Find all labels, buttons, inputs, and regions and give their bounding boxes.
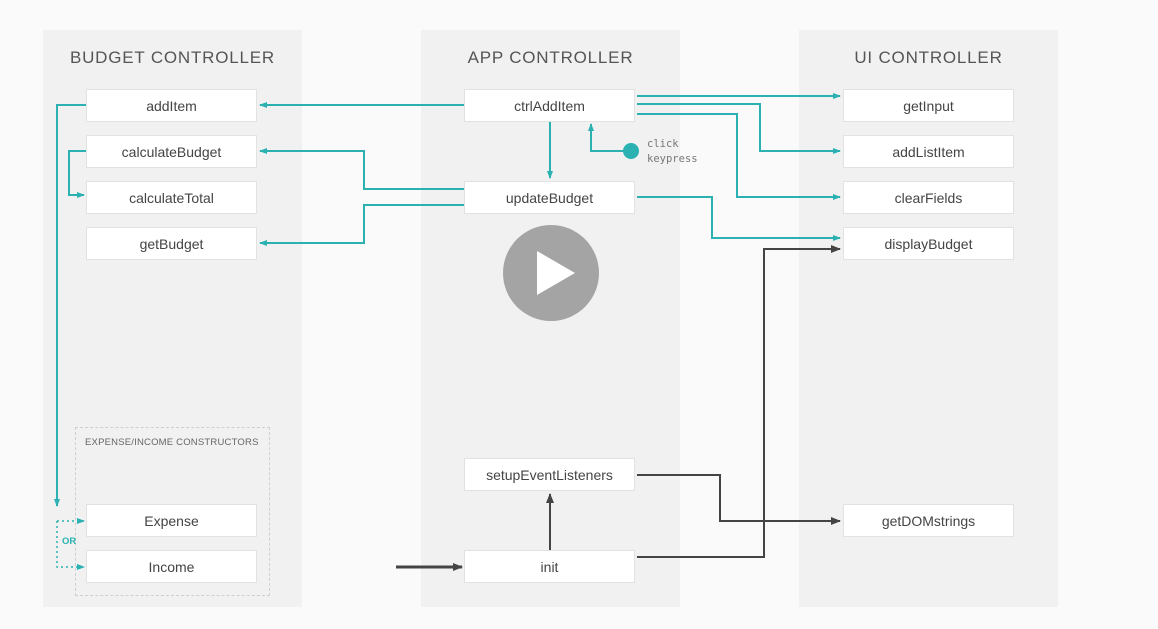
or-label: OR (62, 536, 77, 547)
wire-events-ctrladditem (588, 123, 631, 152)
displaybudget-box: displayBudget (843, 227, 1014, 260)
expense-box: Expense (86, 504, 257, 537)
updatebudget-box: updateBudget (464, 181, 635, 214)
click-label: click (647, 138, 679, 150)
clearfields-box: clearFields (843, 181, 1014, 214)
init-box: init (464, 550, 635, 583)
event-dot (623, 143, 639, 159)
budget-controller-title: BUDGET CONTROLLER (69, 48, 276, 67)
getbudget-box: getBudget (86, 227, 257, 260)
wire-ctrladditem-addlistitem (637, 103, 841, 154)
calculatebudget-box: calculateBudget (86, 135, 257, 168)
ctrladditem-box: ctrlAddItem (464, 89, 635, 122)
wire-additem-expense (54, 104, 86, 507)
income-box: Income (86, 550, 257, 583)
wire-setup-getdomstrings (637, 474, 841, 525)
wire-dotted-income (56, 521, 85, 570)
wire-ctrladditem-clearfields (637, 113, 841, 200)
wire-calculatebudget-calculatetotal (68, 150, 86, 198)
additem-box: addItem (86, 89, 257, 122)
getdomstrings-box: getDOMstrings (843, 504, 1014, 537)
play-button[interactable] (503, 225, 599, 321)
wire-updatebudget-getbudget (259, 204, 464, 246)
getinput-box: getInput (843, 89, 1014, 122)
constructors-title: EXPENSE/INCOME CONSTRUCTORS (85, 437, 259, 448)
setupeventlisteners-box: setupEventListeners (464, 458, 635, 491)
wire-init-displaybudget (637, 245, 841, 558)
play-icon (537, 251, 575, 295)
wire-updatebudget-displaybudget (637, 196, 841, 241)
ui-controller-title: UI CONTROLLER (854, 48, 1003, 67)
app-controller-title: APP CONTROLLER (467, 48, 634, 67)
addlistitem-box: addListItem (843, 135, 1014, 168)
calculatetotal-box: calculateTotal (86, 181, 257, 214)
keypress-label: keypress (647, 153, 698, 165)
constructors-group (75, 427, 270, 596)
wire-updatebudget-calculatebudget (259, 148, 464, 190)
